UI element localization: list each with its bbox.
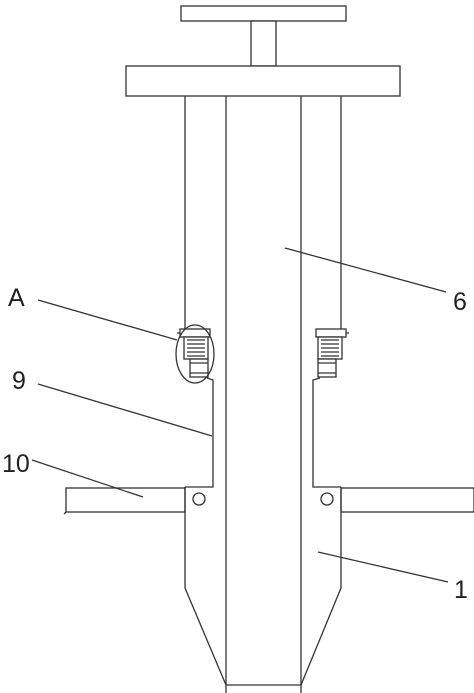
outer-sleeve [184, 96, 342, 330]
inner-rod [225, 96, 302, 693]
label-a: A [8, 284, 25, 312]
label-9: 9 [12, 367, 26, 395]
leader-a [37, 299, 178, 341]
clamp-mechanism-right [315, 328, 349, 378]
top-flange [125, 65, 401, 97]
beam-left [63, 487, 186, 515]
handle-stem [250, 20, 277, 67]
leader-9 [37, 383, 213, 437]
leader-6 [284, 247, 447, 293]
label-1: 1 [454, 576, 468, 604]
leader-10 [31, 459, 144, 498]
pin-left [192, 492, 206, 506]
label-10: 10 [2, 450, 30, 478]
handle-top-plate [180, 5, 347, 22]
clamp-mechanism-left [177, 328, 211, 378]
label-6: 6 [453, 288, 467, 316]
side-arm-right [312, 377, 341, 488]
pin-right [320, 492, 334, 506]
lower-sleeve [184, 487, 342, 686]
side-arm-left [185, 377, 214, 488]
detail-a-circle [175, 324, 215, 384]
beam-right [340, 487, 474, 513]
leader-1 [317, 551, 449, 583]
